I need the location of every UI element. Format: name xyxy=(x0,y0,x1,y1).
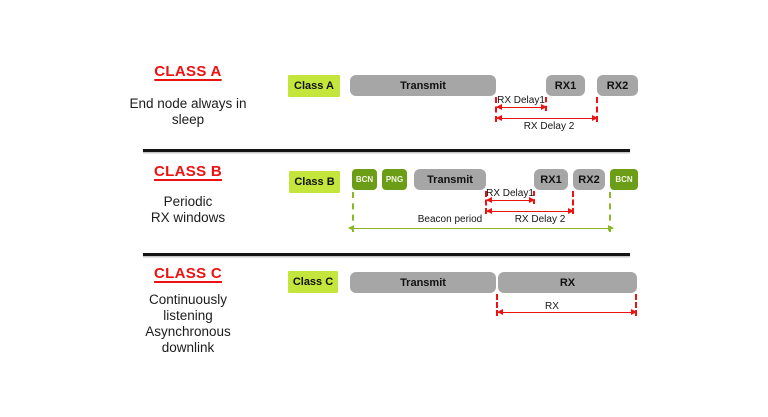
class-b-beacon-start-dash-line xyxy=(352,192,354,232)
class-a-rx-delay1-arrow xyxy=(496,103,547,110)
class-b-rx-delay2-arrow xyxy=(486,207,574,214)
class-c-description: Continuously listening Asynchronous down… xyxy=(98,292,278,356)
class-c-desc-line-3: Asynchronous xyxy=(145,323,231,339)
class-c-rx-end-dash-line xyxy=(635,294,637,316)
class-a-transmit-box: Transmit xyxy=(350,75,496,96)
class-a-rx-delay2-label: RX Delay 2 xyxy=(523,121,575,132)
class-a-rx1-box: RX1 xyxy=(546,75,585,96)
class-c-desc-line-2: listening xyxy=(163,307,213,323)
class-a-rx2-start-dash-line xyxy=(596,97,598,122)
class-c-label-box: Class C xyxy=(288,271,338,293)
class-b-description: Periodic RX windows xyxy=(108,194,268,226)
class-b-beacon-end-dash-line xyxy=(609,192,611,232)
class-c-rx-window-arrow xyxy=(497,308,637,315)
class-b-beacon-period-arrow xyxy=(348,224,614,231)
class-b-transmit-box: Transmit xyxy=(414,169,486,190)
section-divider-1 xyxy=(143,149,630,152)
class-b-png-box: PNG xyxy=(382,169,407,190)
class-b-desc-line-2: RX windows xyxy=(150,209,226,225)
class-c-title: CLASS C xyxy=(154,265,222,282)
class-a-transmit-end-dash-line xyxy=(495,97,497,122)
class-a-label-box: Class A xyxy=(288,75,340,97)
class-a-rx-delay2-arrow xyxy=(496,114,598,121)
class-b-bcn2-box: BCN xyxy=(610,169,638,190)
class-b-transmit-end-dash-line xyxy=(485,191,487,214)
class-c-desc-line-4: downlink xyxy=(161,339,215,355)
class-b-rx-delay1-arrow xyxy=(486,196,535,203)
class-c-rx-start-dash-line xyxy=(496,294,498,316)
class-b-rx2-box: RX2 xyxy=(573,169,605,190)
class-a-desc-line-1: End node always in xyxy=(129,96,247,111)
class-c-transmit-box: Transmit xyxy=(350,272,496,293)
class-a-description: End node always in sleep xyxy=(108,96,268,128)
class-c-rx-box: RX xyxy=(498,272,637,293)
class-b-desc-line-1: Periodic xyxy=(163,194,213,209)
class-b-rx-delay2-label: RX Delay 2 xyxy=(514,214,566,225)
class-b-title: CLASS B xyxy=(154,163,222,180)
class-a-title: CLASS A xyxy=(154,63,222,80)
class-b-bcn1-box: BCN xyxy=(352,169,377,190)
class-b-beacon-period-label: Beacon period xyxy=(417,214,483,225)
class-a-desc-line-2: sleep xyxy=(171,111,205,127)
class-c-rx-window-label: RX xyxy=(545,301,559,312)
class-c-desc-line-1: Continuously xyxy=(148,292,228,307)
class-b-rx2-start-dash-line xyxy=(572,191,574,214)
class-a-rx-delay1-label: RX Delay1 xyxy=(497,95,545,106)
class-a-rx2-box: RX2 xyxy=(597,75,638,96)
class-b-rx1-box: RX1 xyxy=(534,169,568,190)
class-b-rx-delay1-label: RX Delay1 xyxy=(486,188,534,199)
class-b-label-box: Class B xyxy=(289,171,340,193)
section-divider-2 xyxy=(143,253,630,256)
